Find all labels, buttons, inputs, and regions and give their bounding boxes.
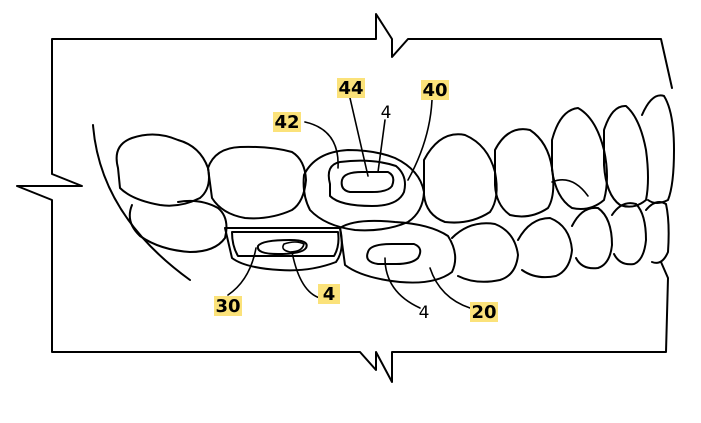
label-4-bottom-text: 4 bbox=[419, 303, 430, 323]
label-4-top: 4 bbox=[381, 103, 392, 123]
canine-overlap-arc bbox=[551, 179, 589, 197]
figure-frame bbox=[16, 13, 673, 383]
leader-42 bbox=[304, 121, 339, 169]
attachment-element-44 bbox=[340, 171, 395, 193]
leader-4-bottom-highlight bbox=[291, 251, 321, 299]
lower-incisor-3 bbox=[645, 201, 670, 264]
attachment-element-4-bottom-right bbox=[366, 243, 422, 265]
label-4-bottom: 4 bbox=[419, 303, 430, 323]
attachment-element-4-bottom-left bbox=[256, 239, 308, 255]
attachment-band-30 bbox=[231, 231, 340, 257]
label-30-text: 30 bbox=[215, 296, 240, 317]
leader-44 bbox=[349, 97, 369, 177]
lower-canine bbox=[517, 217, 573, 279]
lower-premolar bbox=[451, 222, 519, 283]
label-4-top-text: 4 bbox=[381, 103, 392, 123]
leader-4-bottom bbox=[384, 257, 421, 309]
label-4-bottom-highlight: 4 bbox=[318, 284, 340, 305]
label-40-text: 40 bbox=[422, 80, 447, 101]
upper-premolar bbox=[423, 133, 498, 224]
lower-molar-back bbox=[128, 199, 228, 253]
upper-canine bbox=[494, 128, 555, 218]
label-42-text: 42 bbox=[274, 112, 299, 133]
arch-curve bbox=[92, 124, 191, 281]
label-20-text: 20 bbox=[471, 302, 496, 323]
label-40: 40 bbox=[421, 80, 449, 101]
label-42: 42 bbox=[273, 112, 301, 133]
label-30: 30 bbox=[214, 296, 242, 317]
label-4-bottom-highlight-text: 4 bbox=[323, 284, 336, 305]
upper-molar-back bbox=[115, 133, 210, 207]
label-44-text: 44 bbox=[338, 78, 363, 99]
attachment-element-4-bottom-left-hatch bbox=[282, 241, 305, 253]
lower-incisor-2 bbox=[611, 202, 647, 266]
lower-incisor-1 bbox=[571, 206, 613, 270]
leader-20 bbox=[429, 267, 471, 309]
lower-molar-first bbox=[339, 219, 457, 284]
upper-molar-second bbox=[207, 145, 307, 220]
leader-4-top bbox=[377, 119, 386, 173]
label-44: 44 bbox=[337, 78, 365, 99]
upper-lateral-incisor bbox=[551, 107, 608, 210]
upper-central-incisor-1 bbox=[603, 104, 649, 208]
label-20: 20 bbox=[470, 302, 498, 323]
upper-molar-first bbox=[302, 149, 425, 232]
leader-30 bbox=[227, 247, 257, 296]
leader-40 bbox=[407, 99, 433, 181]
